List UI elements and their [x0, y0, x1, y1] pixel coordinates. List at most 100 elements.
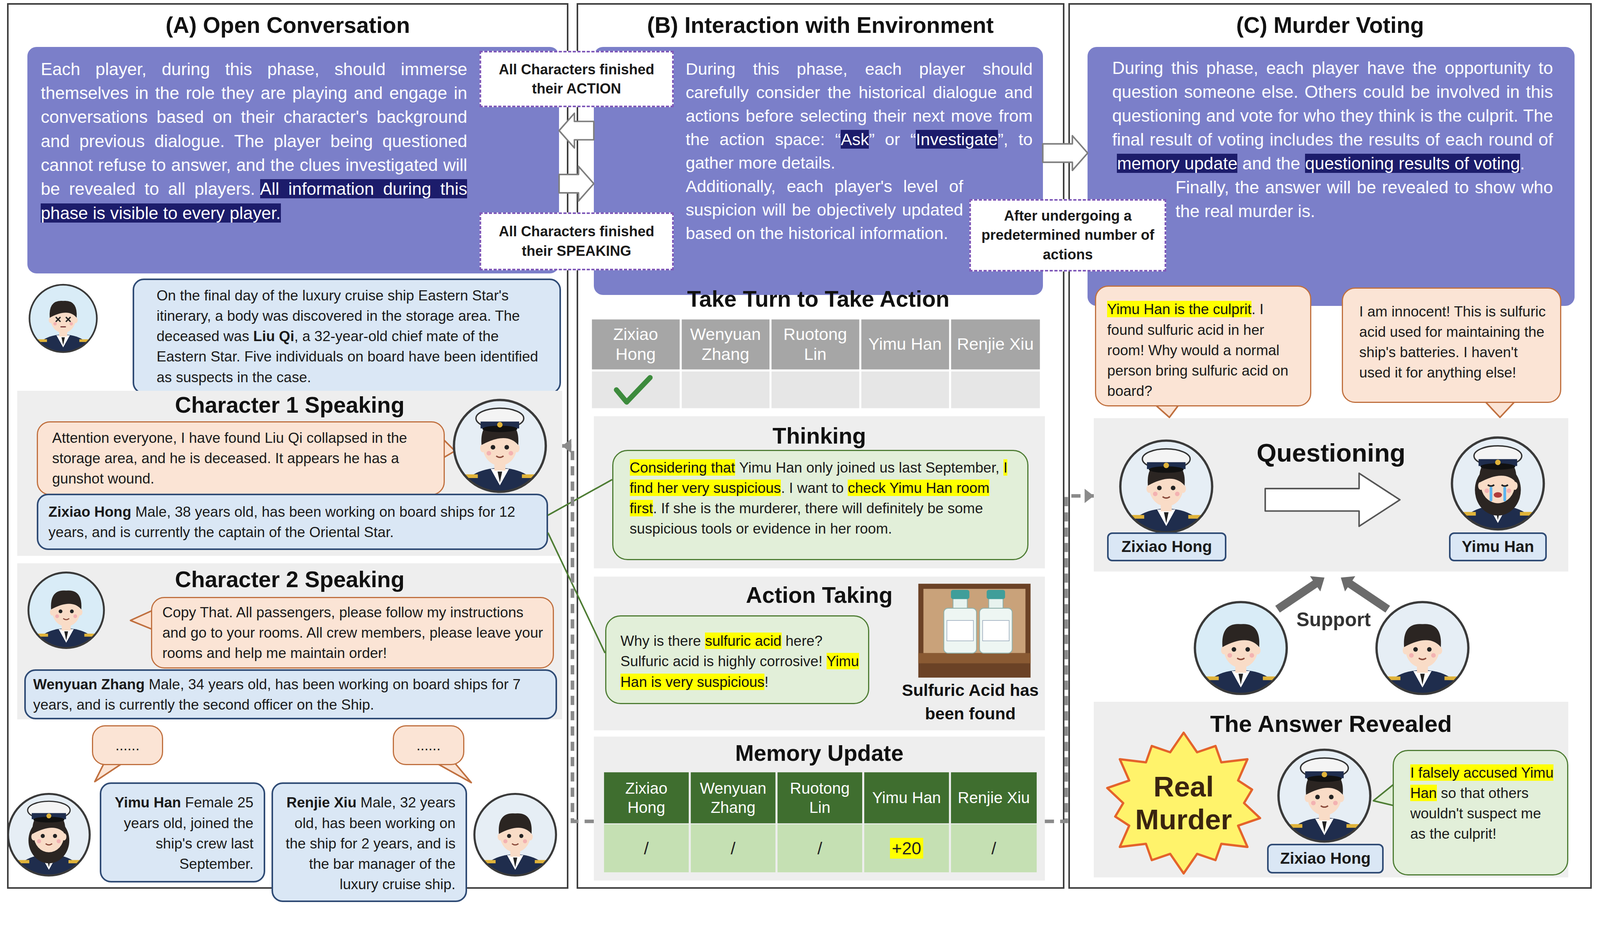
dashed-flow-line: [1044, 496, 1094, 822]
label-text: Zixiao Hong: [596, 324, 675, 365]
cap-band: [1478, 459, 1518, 467]
long-hair: [1474, 464, 1521, 516]
label-box: /: [951, 824, 1037, 873]
shelf-frame: [918, 583, 1031, 678]
face: [52, 595, 81, 627]
eye: [1328, 794, 1334, 800]
neck: [1318, 809, 1330, 821]
tie: [61, 337, 65, 346]
label-text: /: [643, 837, 649, 859]
bubble-tail: [94, 763, 123, 782]
band-title: Action Taking: [593, 576, 1045, 609]
arrow-head: [1084, 488, 1094, 504]
blush: [1175, 491, 1180, 497]
table-cell: [771, 371, 860, 409]
blush: [503, 839, 508, 844]
avatar-bg: [29, 284, 97, 353]
block-arrow: [559, 113, 594, 149]
panel-title: (A) Open Conversation: [8, 4, 567, 39]
epaulette: [68, 859, 81, 863]
ear: [527, 832, 533, 841]
eye: [58, 609, 63, 614]
avatar-bg: [454, 399, 547, 492]
table-header-cell: [951, 319, 1040, 370]
shirt: [1231, 670, 1250, 688]
table-header-cell: [690, 772, 776, 824]
thought-bubble: I falsely accused Yimu Hanso that others…: [1392, 749, 1569, 876]
band-title: The Answer Revealed: [1093, 701, 1569, 739]
epaulette: [1519, 512, 1534, 516]
avatar-ring: [1278, 749, 1371, 842]
shirt: [1413, 670, 1432, 688]
connector: [1044, 488, 1094, 822]
label-box: /: [777, 824, 862, 873]
shirt: [56, 335, 70, 348]
bottle-label: [982, 620, 1010, 641]
ear: [77, 608, 83, 616]
node-text: Considering that: [629, 459, 736, 476]
hair: [32, 813, 66, 834]
node-text: Yimu Han: [114, 794, 181, 811]
face: [1223, 629, 1258, 668]
neck: [1416, 661, 1428, 673]
avatar-ring: [8, 793, 90, 876]
avatar-figure: [15, 801, 83, 896]
face: [33, 818, 64, 853]
tie: [1420, 673, 1425, 685]
epaulette: [17, 859, 30, 863]
label-text: Wenyuan Zhang: [695, 778, 771, 817]
bottle-label: [946, 620, 974, 641]
shirt: [1315, 818, 1334, 836]
connector: [548, 479, 613, 516]
neck: [510, 846, 521, 857]
node-text: Yimu Han: [1461, 537, 1534, 557]
connector: [559, 166, 594, 202]
shirt: [40, 855, 58, 871]
mouth: [63, 618, 70, 620]
ear: [1304, 794, 1311, 803]
label-text: Yimu Han: [871, 788, 941, 808]
bottle-neck: [988, 596, 1004, 610]
node-text: Yimu Han only joined us last September,: [739, 459, 1000, 476]
name-tag: Yimu Han: [1448, 532, 1547, 561]
epaulette: [36, 339, 47, 342]
band-title: Character 1 Speaking: [17, 390, 563, 419]
section-band: Action TakingWhy is theresulfuric acidhe…: [593, 576, 1045, 731]
section-band: QuestioningZixiao HongYimu Han: [1093, 418, 1569, 572]
label-text: Sulfuric Acid has been found: [900, 678, 1040, 726]
node-text: Zixiao Hong: [48, 503, 132, 520]
avatar-ring: [1120, 440, 1213, 533]
avatar-ring: [29, 284, 97, 353]
eye: [1315, 794, 1320, 800]
epaulette: [534, 859, 547, 863]
label-box: Ruotong Lin: [777, 772, 862, 824]
bottle-body: [943, 607, 977, 653]
bubble-tail: [1373, 783, 1396, 806]
phase-panel: (C) Murder VotingDuring this phase, each…: [1068, 3, 1592, 889]
bottle-cap: [951, 589, 970, 599]
node-text: Wenyuan Zhang: [33, 675, 145, 693]
section-band: The Answer RevealedReal MurderZixiao Hon…: [1093, 701, 1569, 878]
node-text: questioning results of voting: [1305, 153, 1521, 173]
x-eye: [55, 316, 61, 322]
ear: [497, 832, 503, 841]
label-box: Support: [1287, 607, 1380, 633]
band-title: Thinking: [593, 416, 1045, 450]
speech-bubble: Copy That. All passengers, please follow…: [151, 596, 554, 669]
table-header-cell: [864, 772, 949, 824]
eye: [1231, 647, 1237, 652]
node-text: ......: [115, 735, 140, 756]
shelf-wall: [923, 588, 1026, 653]
label-box: Yimu Han: [864, 772, 949, 824]
node-text: Attention everyone, I have found Liu Qi …: [52, 429, 407, 487]
node-text: . If she is the murderer, there will def…: [629, 499, 984, 537]
node-text: All Characters finished their SPEAKING: [487, 221, 666, 261]
connector: [562, 438, 594, 822]
node-text: Each player, during this phase, should i…: [40, 59, 468, 199]
table-cell: [864, 824, 949, 873]
cap-band: [31, 812, 67, 820]
blush: [1484, 488, 1490, 494]
avatar-bg: [8, 793, 90, 876]
eye: [506, 833, 511, 838]
table-cell: [681, 371, 770, 409]
